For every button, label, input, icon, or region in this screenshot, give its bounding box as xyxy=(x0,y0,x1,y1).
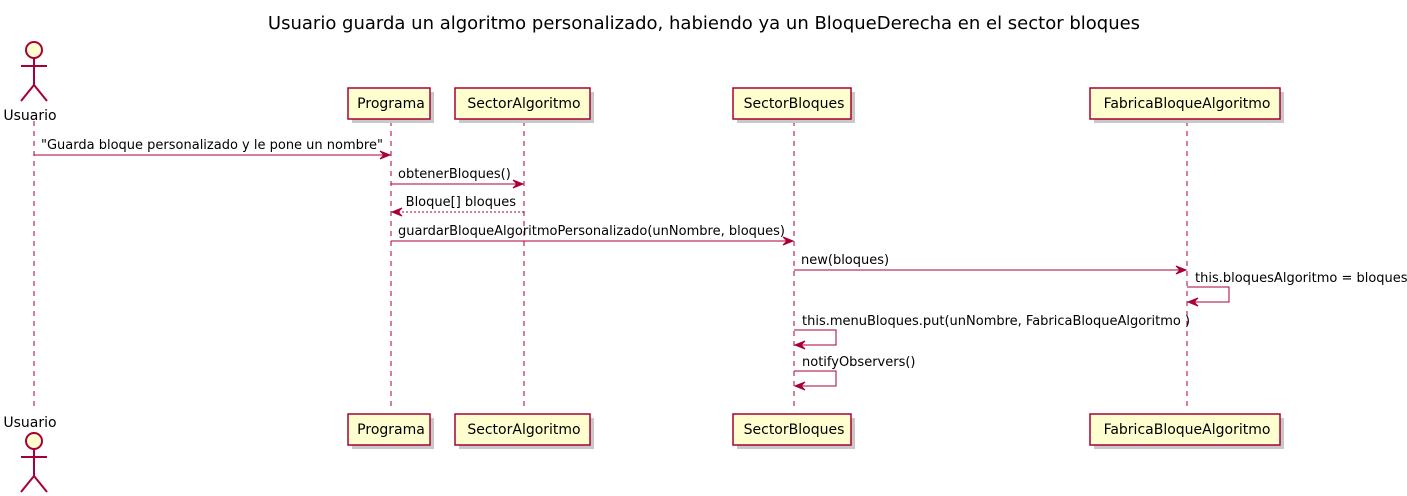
message-line xyxy=(1187,286,1230,303)
message-label: "Guarda bloque personalizado y le pone u… xyxy=(41,138,383,153)
message-6: this.bloquesAlgoritmo = bloques xyxy=(1186,271,1407,307)
participant-label: Programa xyxy=(357,96,425,112)
actor-usuario-bottom: Usuario xyxy=(3,415,57,493)
participants: UsuarioUsuarioProgramaProgramaSectorAlgo… xyxy=(3,41,1284,493)
participant-label: SectorBloques xyxy=(744,96,845,112)
participant-label: SectorBloques xyxy=(744,422,845,438)
lifelines xyxy=(33,121,1188,410)
participant-programa-top: Programa xyxy=(347,87,434,123)
arrowhead xyxy=(379,150,392,160)
message-label: this.bloquesAlgoritmo = bloques xyxy=(1195,271,1407,286)
participant-label: Programa xyxy=(357,422,425,438)
participant-box xyxy=(454,413,591,446)
message-line xyxy=(794,329,837,346)
message-label: new(bloques) xyxy=(801,253,889,268)
message-line xyxy=(794,370,837,387)
participant-box xyxy=(1089,413,1281,446)
arrowhead xyxy=(793,340,806,350)
participant-box xyxy=(454,87,591,120)
message-3: Bloque[] bloques xyxy=(390,195,524,217)
message-1: "Guarda bloque personalizado y le pone u… xyxy=(34,138,392,160)
participant-label: SectorAlgoritmo xyxy=(467,96,580,112)
participant-box xyxy=(1089,87,1281,120)
message-4: guardarBloqueAlgoritmoPersonalizado(unNo… xyxy=(391,224,795,246)
arrowhead xyxy=(1186,297,1199,307)
participant-box xyxy=(347,87,431,120)
arrowhead xyxy=(390,207,403,217)
actor-icon xyxy=(20,41,48,102)
message-2: obtenerBloques() xyxy=(391,167,525,189)
message-label: notifyObservers() xyxy=(802,355,916,370)
message-7: this.menuBloques.put(unNombre, FabricaBl… xyxy=(793,314,1190,350)
participant-box xyxy=(732,413,852,446)
message-8: notifyObservers() xyxy=(793,355,916,391)
arrowhead xyxy=(782,236,795,246)
participant-box xyxy=(732,87,852,120)
participant-label: FabricaBloqueAlgoritmo xyxy=(1104,96,1271,112)
participant-sectoralgoritmo-bottom: SectorAlgoritmo xyxy=(454,413,594,449)
actor-label: Usuario xyxy=(3,415,56,431)
participant-sectoralgoritmo-top: SectorAlgoritmo xyxy=(454,87,594,123)
diagram-title: Usuario guarda un algoritmo personalizad… xyxy=(268,13,1140,34)
arrowhead xyxy=(793,381,806,391)
message-label: this.menuBloques.put(unNombre, FabricaBl… xyxy=(802,314,1190,329)
participant-label: FabricaBloqueAlgoritmo xyxy=(1104,422,1271,438)
actor-icon xyxy=(20,432,48,493)
message-label: Bloque[] bloques xyxy=(406,195,517,210)
participant-box xyxy=(347,413,431,446)
participant-fabrica-bottom: FabricaBloqueAlgoritmo xyxy=(1089,413,1284,449)
actor-label: Usuario xyxy=(3,108,56,124)
participant-sectorbloques-top: SectorBloques xyxy=(732,87,855,123)
participant-label: SectorAlgoritmo xyxy=(467,422,580,438)
participant-sectorbloques-bottom: SectorBloques xyxy=(732,413,855,449)
message-5: new(bloques) xyxy=(794,253,1188,275)
participant-programa-bottom: Programa xyxy=(347,413,434,449)
message-label: guardarBloqueAlgoritmoPersonalizado(unNo… xyxy=(398,224,785,239)
arrowhead xyxy=(512,179,525,189)
actor-usuario-top: Usuario xyxy=(3,41,57,124)
messages: "Guarda bloque personalizado y le pone u… xyxy=(34,138,1407,391)
arrowhead xyxy=(1175,265,1188,275)
message-label: obtenerBloques() xyxy=(398,167,511,182)
participant-fabrica-top: FabricaBloqueAlgoritmo xyxy=(1089,87,1284,123)
